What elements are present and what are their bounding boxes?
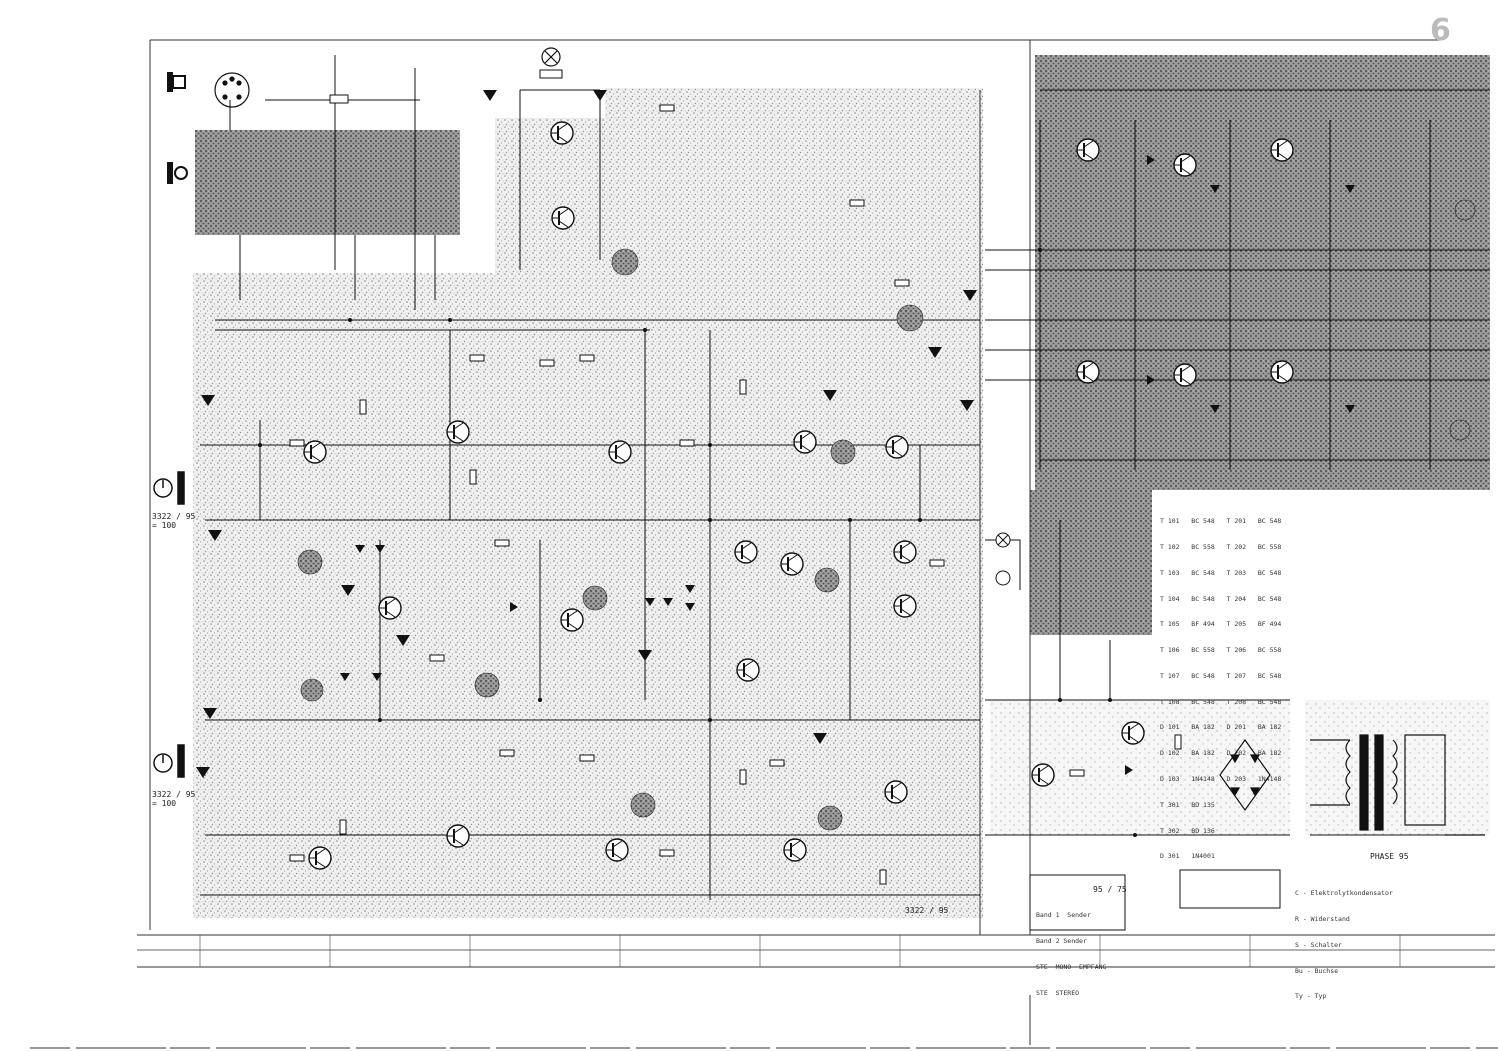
pilot-lamp	[541, 47, 561, 67]
transformer-ref: PHASE 95	[1370, 852, 1409, 861]
parts-row: T 105 BF 494 T 205 BF 494	[1160, 620, 1282, 629]
parts-row: D 301 1N4001	[1160, 852, 1215, 861]
note-line: S - Schalter	[1295, 940, 1342, 949]
parts-row: T 104 BC 548 T 204 BC 548	[1160, 594, 1282, 603]
legend-box: Band 1 Sender Band 2 Sender STE MONO EMP…	[1036, 894, 1122, 1006]
switch-box	[1029, 869, 1281, 931]
selector-symbols	[167, 72, 188, 184]
components	[289, 69, 1182, 885]
parts-row: D 103 1N4148 D 203 1N4148	[1160, 775, 1282, 783]
parts-row: T 107 BC 548 T 207 BC 548	[1160, 671, 1282, 680]
input-jacks	[153, 471, 185, 778]
upper-input-label: 3322 / 95 = 100	[152, 512, 196, 530]
lower-left-ref: 3322 / 95	[905, 906, 949, 915]
parts-row: T 103 BC 548 T 203 BC 548	[1160, 568, 1282, 577]
note-line: Bu - Buchse	[1295, 966, 1339, 975]
indicator-lamps	[995, 532, 1011, 586]
parts-row: T 101 BC 548 T 201 BC 548	[1160, 517, 1282, 526]
diodes	[340, 155, 1355, 775]
note-line: R - Widerstand	[1295, 914, 1350, 923]
mains-transformer	[1310, 734, 1485, 836]
parts-table: T 101 BC 548 T 201 BC 548 T 102 BC 558 T…	[1160, 500, 1380, 870]
corner-mark: 6	[1430, 13, 1451, 48]
legend-line: Band 1 Sender	[1036, 911, 1091, 920]
power-amp-block	[1035, 55, 1490, 490]
parts-row: T 102 BC 558 T 202 BC 558	[1160, 542, 1282, 551]
parts-row: T 301 BD 135	[1160, 800, 1215, 809]
note-line: Ty - Typ	[1295, 992, 1327, 1001]
reference-strip	[199, 935, 1401, 967]
notes-block: C - Elektrolytkondensator R - Widerstand…	[1295, 872, 1475, 1010]
wiring	[200, 55, 1490, 900]
lower-mid-ref: 95 / 75	[1093, 885, 1127, 894]
legend-line: Band 2 Sender	[1036, 936, 1087, 945]
coils	[297, 199, 1476, 831]
junctions	[258, 248, 1137, 837]
legend-line: STE STEREO	[1036, 988, 1080, 997]
lower-input-label: 3322 / 95 = 100	[152, 790, 196, 808]
legend-line: STE MONO EMPFANG	[1036, 962, 1107, 971]
input-switch-block	[195, 130, 460, 235]
parts-row: T 106 BC 558 T 206 BC 558	[1160, 646, 1282, 655]
parts-row: D 102 BA 182 D 202 BA 182	[1160, 749, 1282, 758]
parts-row: T 302 BD 136	[1160, 826, 1215, 835]
bridge-rectifier	[1219, 738, 1271, 812]
note-line: C - Elektrolytkondensator	[1295, 889, 1393, 898]
parts-row: T 108 BC 548 T 208 BC 548	[1160, 697, 1282, 706]
parts-row: D 101 BA 182 D 201 BA 182	[1160, 723, 1282, 732]
din-connector	[214, 72, 250, 108]
